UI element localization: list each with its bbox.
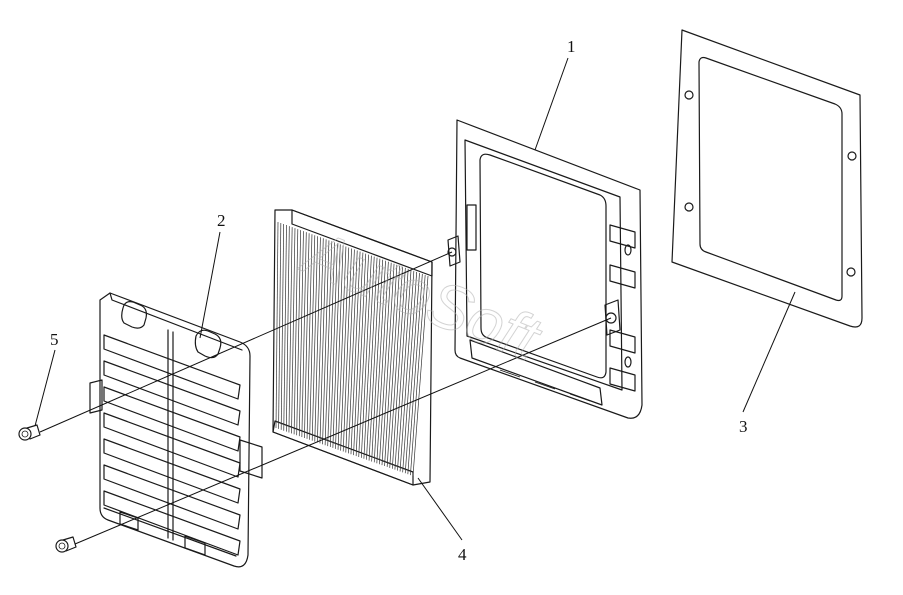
pleat-line (397, 269, 412, 471)
pleat-line (386, 265, 401, 467)
louver-slat (103, 334, 241, 400)
pleat-line (301, 232, 307, 438)
pleat-line (283, 225, 287, 431)
pleat-line (293, 229, 299, 435)
pleat-line (329, 243, 338, 448)
pleat-line (391, 267, 406, 469)
pleat-line (332, 244, 341, 448)
pleat-line (366, 257, 378, 460)
pleat-line (335, 245, 344, 449)
louver-slat (103, 464, 241, 530)
pleat-line (340, 247, 350, 451)
callout-label-3: 3 (739, 417, 748, 436)
pleat-line (280, 224, 285, 430)
pleat-line (381, 263, 395, 466)
filter-element-part-4 (272, 209, 433, 486)
callout-3: 3 (739, 291, 796, 436)
pleat-line (353, 252, 364, 456)
callout-5: 5 (34, 330, 59, 427)
pleat-line (389, 266, 403, 468)
pleat-line (384, 264, 398, 467)
pleat-line (322, 240, 330, 445)
louver-slat (103, 360, 241, 426)
pleat-line (410, 274, 426, 476)
pleat-line (317, 238, 324, 443)
pleat-line (371, 259, 384, 462)
pleat-line (407, 273, 423, 475)
pleat-line (298, 231, 304, 437)
louver-slat (103, 438, 241, 504)
assembly-axis-lines (39, 251, 612, 545)
filter-pleats (275, 221, 429, 477)
pleat-line (275, 221, 279, 429)
pleat-line (288, 227, 293, 433)
pleat-line (379, 262, 392, 465)
callout-label-5: 5 (50, 330, 59, 349)
pleat-line (324, 241, 333, 446)
pleat-line (345, 249, 355, 453)
pleat-line (319, 239, 327, 444)
gasket-part-3 (671, 29, 863, 328)
pleat-line (285, 226, 290, 432)
pleat-line (291, 228, 296, 434)
pleat-line (309, 235, 316, 440)
pleat-line (402, 271, 418, 473)
louvered-cover-part-2 (89, 292, 263, 568)
pleat-line (348, 250, 358, 454)
pleat-line (296, 230, 301, 436)
pleat-line (412, 275, 429, 477)
pleat-line (394, 268, 409, 470)
pleat-line (363, 256, 375, 459)
callout-4: 4 (417, 477, 467, 564)
screw-part-5-upper (18, 424, 41, 441)
pleat-line (306, 234, 313, 439)
pleat-line (337, 246, 347, 450)
pleat-line (311, 236, 318, 441)
pleat-line (404, 272, 420, 474)
pleat-line (327, 242, 335, 447)
pleat-line (314, 237, 321, 442)
pleat-line (376, 261, 389, 464)
cover-louvers (103, 334, 241, 556)
callout-2: 2 (199, 211, 226, 339)
callout-1: 1 (534, 37, 576, 151)
pleat-line (360, 255, 372, 458)
housing-frame-part-1 (447, 119, 643, 419)
pleat-line (355, 253, 367, 457)
pleat-line (278, 223, 282, 429)
louver-slat (103, 386, 241, 452)
pleat-line (304, 233, 310, 438)
callout-label-1: 1 (567, 37, 576, 56)
louver-slat (103, 412, 241, 478)
pleat-line (373, 260, 386, 463)
louver-slat (103, 490, 241, 556)
pleat-line (342, 248, 352, 452)
callout-label-4: 4 (458, 545, 467, 564)
pleat-line (399, 270, 415, 472)
pleat-line (350, 251, 361, 455)
screw-part-5-lower (55, 536, 77, 553)
pleat-line (368, 258, 381, 461)
callout-label-2: 2 (217, 211, 226, 230)
